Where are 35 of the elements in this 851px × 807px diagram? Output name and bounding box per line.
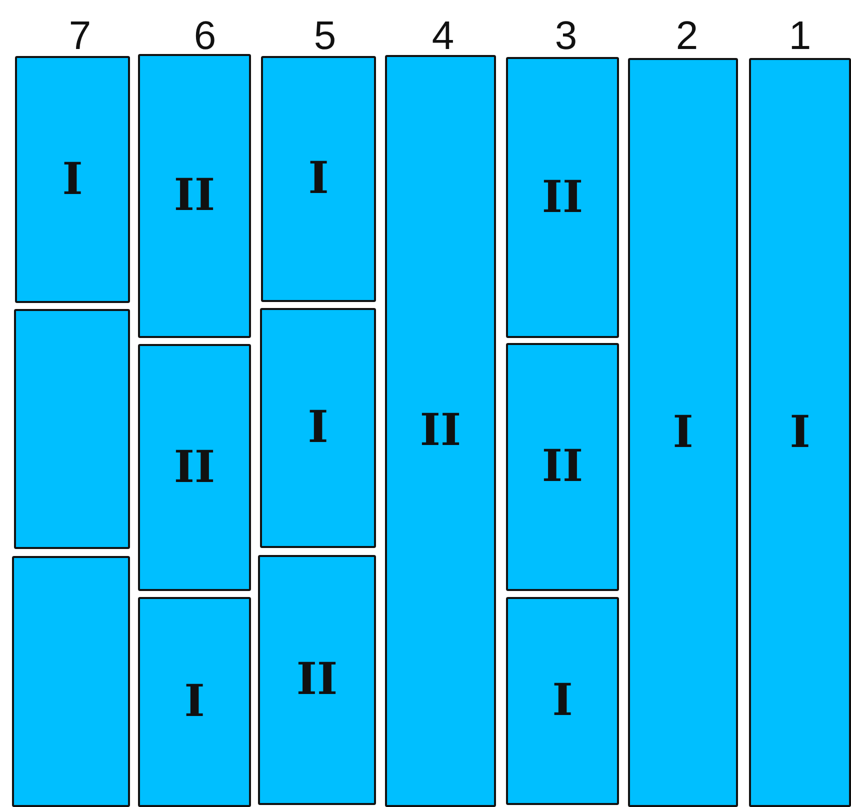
panel — [506, 343, 619, 591]
column-number: 2 — [676, 16, 698, 56]
panel — [138, 54, 251, 338]
column-number: 6 — [194, 16, 216, 56]
panel — [258, 555, 376, 805]
panel — [15, 56, 130, 303]
column-number: 4 — [432, 16, 454, 56]
panel — [506, 57, 619, 338]
panel — [628, 58, 738, 807]
roman-numeral: I — [790, 410, 810, 454]
roman-numeral: I — [184, 680, 205, 724]
panel — [12, 556, 130, 807]
roman-numeral: I — [62, 158, 83, 202]
panel — [261, 56, 376, 302]
panel — [749, 58, 851, 807]
roman-numeral: I — [552, 679, 573, 723]
column-number: 5 — [314, 16, 336, 56]
column-number: 3 — [554, 16, 578, 56]
column-number: 7 — [68, 16, 92, 56]
roman-numeral: II — [174, 446, 216, 490]
roman-numeral: II — [542, 445, 584, 489]
panel — [138, 344, 251, 591]
column-number: 1 — [788, 16, 812, 56]
panel — [14, 309, 130, 549]
roman-numeral: I — [672, 410, 694, 454]
roman-numeral: II — [542, 176, 584, 220]
roman-numeral: I — [308, 406, 328, 450]
panel — [506, 597, 619, 805]
panel — [385, 55, 496, 807]
roman-numeral: II — [174, 174, 216, 218]
roman-numeral: II — [420, 409, 462, 453]
panel — [138, 597, 251, 807]
roman-numeral: II — [296, 658, 338, 702]
panel — [260, 308, 376, 548]
roman-numeral: I — [308, 157, 329, 201]
